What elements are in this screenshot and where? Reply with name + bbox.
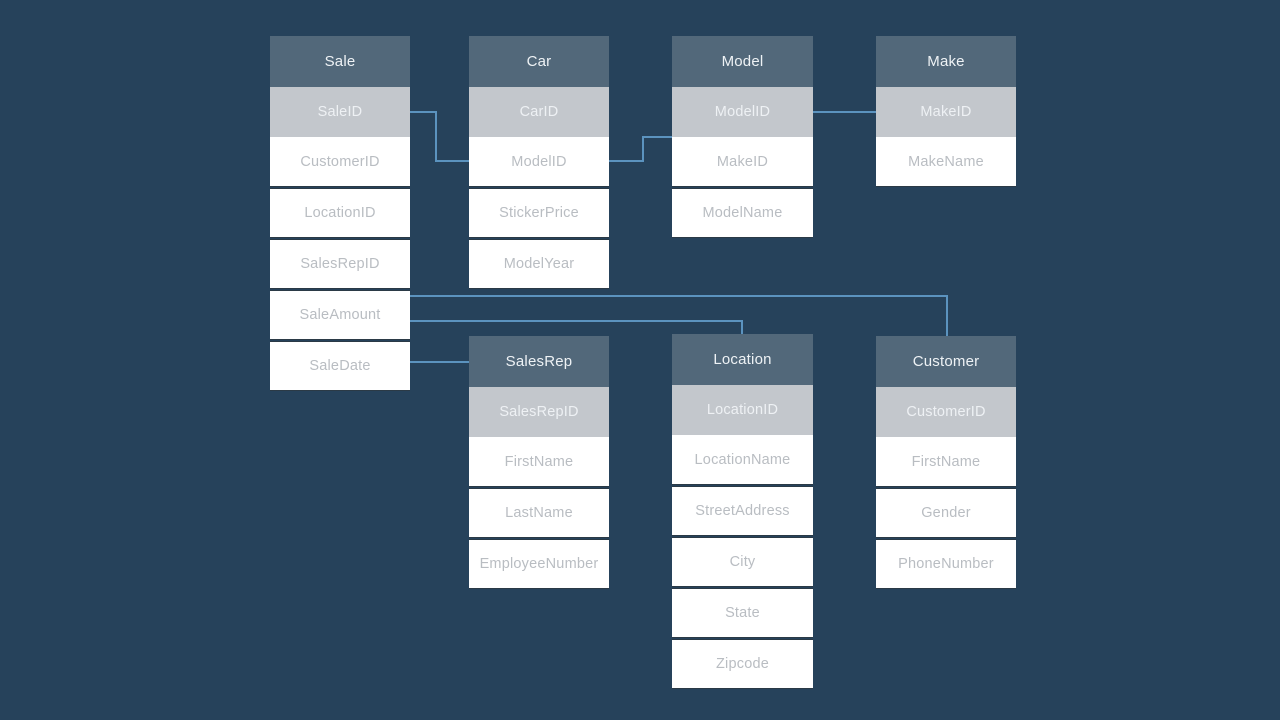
field-locationid[interactable]: LocationID <box>270 188 410 238</box>
field-makeid[interactable]: MakeID <box>672 137 813 187</box>
entity-title-salesrep: SalesRep <box>469 336 609 387</box>
field-makename[interactable]: MakeName <box>876 137 1016 187</box>
field-firstname[interactable]: FirstName <box>876 437 1016 487</box>
entity-title-model: Model <box>672 36 813 87</box>
primary-key-field-saleid[interactable]: SaleID <box>270 87 410 137</box>
primary-key-field-customerid[interactable]: CustomerID <box>876 387 1016 437</box>
field-saledate[interactable]: SaleDate <box>270 341 410 391</box>
primary-key-field-modelid[interactable]: ModelID <box>672 87 813 137</box>
field-customerid[interactable]: CustomerID <box>270 137 410 187</box>
field-locationname[interactable]: LocationName <box>672 435 813 485</box>
entity-title-customer: Customer <box>876 336 1016 387</box>
primary-key-field-locationid[interactable]: LocationID <box>672 385 813 435</box>
field-zipcode[interactable]: Zipcode <box>672 639 813 689</box>
primary-key-field-carid[interactable]: CarID <box>469 87 609 137</box>
entity-title-sale: Sale <box>270 36 410 87</box>
field-modelid[interactable]: ModelID <box>469 137 609 187</box>
entity-title-location: Location <box>672 334 813 385</box>
entity-title-car: Car <box>469 36 609 87</box>
field-city[interactable]: City <box>672 537 813 587</box>
field-phonenumber[interactable]: PhoneNumber <box>876 539 1016 589</box>
field-lastname[interactable]: LastName <box>469 488 609 538</box>
field-modelyear[interactable]: ModelYear <box>469 239 609 289</box>
field-saleamount[interactable]: SaleAmount <box>270 290 410 340</box>
field-streetaddress[interactable]: StreetAddress <box>672 486 813 536</box>
primary-key-field-salesrepid[interactable]: SalesRepID <box>469 387 609 437</box>
primary-key-field-makeid[interactable]: MakeID <box>876 87 1016 137</box>
field-stickerprice[interactable]: StickerPrice <box>469 188 609 238</box>
field-firstname[interactable]: FirstName <box>469 437 609 487</box>
field-modelname[interactable]: ModelName <box>672 188 813 238</box>
entity-title-make: Make <box>876 36 1016 87</box>
field-state[interactable]: State <box>672 588 813 638</box>
field-salesrepid[interactable]: SalesRepID <box>270 239 410 289</box>
field-gender[interactable]: Gender <box>876 488 1016 538</box>
field-employeenumber[interactable]: EmployeeNumber <box>469 539 609 589</box>
